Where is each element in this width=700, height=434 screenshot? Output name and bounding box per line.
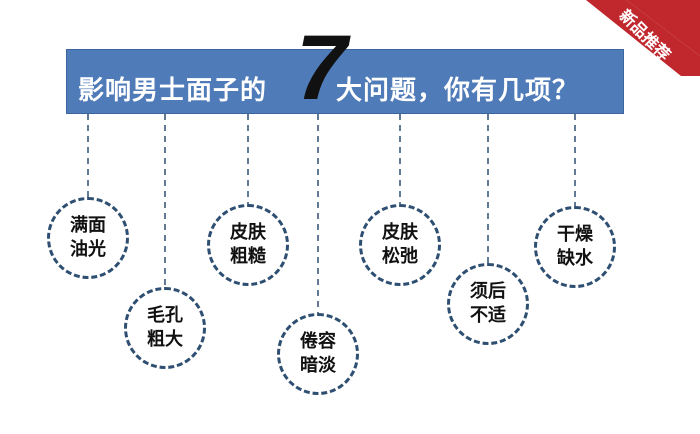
problem-line-2: 暗淡 xyxy=(300,355,336,376)
problem-line-2: 不适 xyxy=(470,305,506,326)
problem-line-1: 皮肤 xyxy=(230,221,266,243)
problem-circle: 干燥 缺水 xyxy=(534,206,616,288)
problem-circle: 皮肤 松弛 xyxy=(359,204,441,286)
problem-circle: 毛孔 粗大 xyxy=(124,287,206,369)
problem-line-1: 干燥 xyxy=(557,223,593,245)
title-banner xyxy=(66,49,624,114)
problem-line-1: 倦容 xyxy=(300,330,336,352)
problem-line-1: 毛孔 xyxy=(147,304,183,326)
title-prefix: 影响男士面子的 xyxy=(78,76,268,106)
corner-ribbon xyxy=(576,0,700,76)
title-suffix: 大问题，你有几项？ xyxy=(336,76,580,106)
problem-line-1: 须后 xyxy=(470,280,506,302)
problem-circle: 皮肤 粗糙 xyxy=(207,204,289,286)
problem-line-2: 粗大 xyxy=(147,329,183,350)
problem-line-2: 缺水 xyxy=(557,248,593,269)
problem-line-2: 油光 xyxy=(70,239,106,260)
problem-circle: 倦容 暗淡 xyxy=(277,313,359,395)
problem-line-1: 满面 xyxy=(70,214,106,236)
problem-circle: 满面 油光 xyxy=(47,197,129,279)
problem-line-1: 皮肤 xyxy=(382,221,418,243)
title-number: 7 xyxy=(296,17,348,119)
problem-line-2: 松弛 xyxy=(382,246,418,267)
problem-circle: 须后 不适 xyxy=(447,263,529,345)
problem-line-2: 粗糙 xyxy=(230,246,266,267)
